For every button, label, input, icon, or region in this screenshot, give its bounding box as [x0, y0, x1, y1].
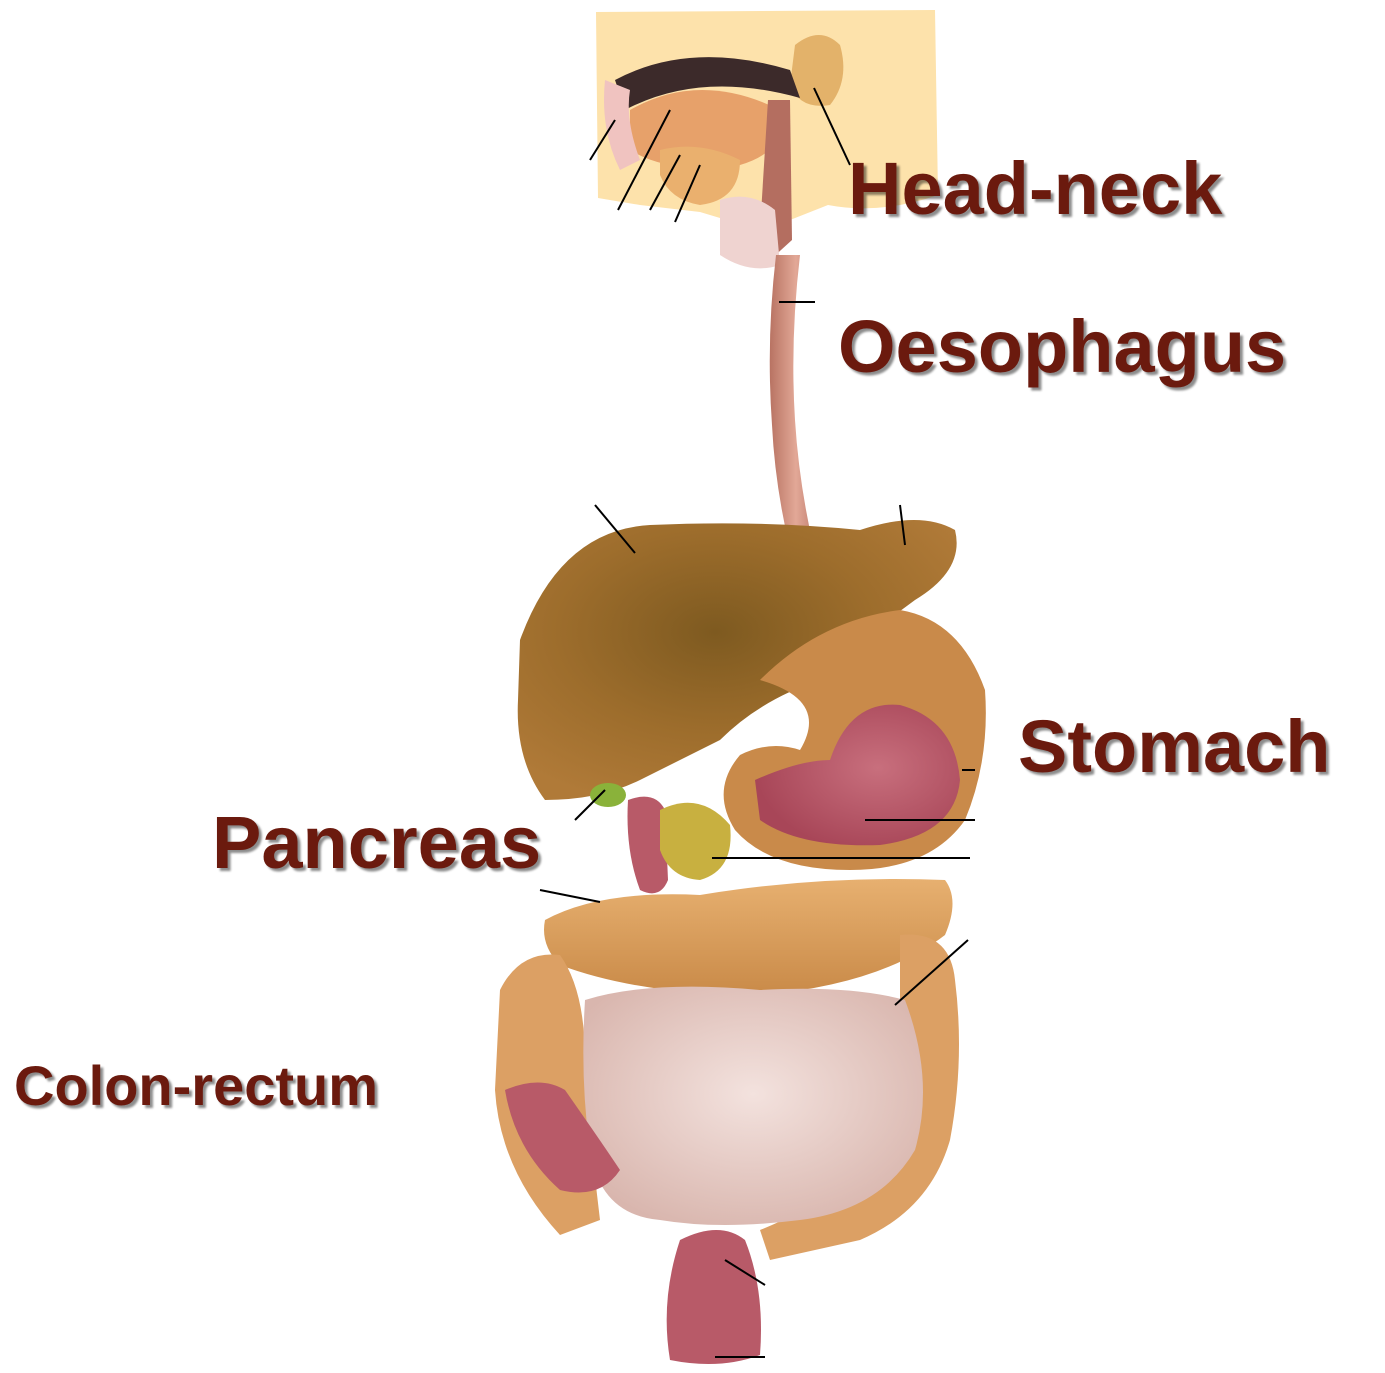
- label-pancreas: Pancreas: [212, 806, 541, 880]
- pancreas: [660, 803, 731, 880]
- label-head-neck: Head-neck: [848, 152, 1222, 226]
- rectum: [667, 1230, 761, 1364]
- larynx: [720, 197, 780, 269]
- transverse-colon: [544, 879, 953, 995]
- label-colon-rectum: Colon-rectum: [14, 1058, 378, 1114]
- gallbladder: [590, 783, 626, 807]
- label-oesophagus: Oesophagus: [838, 310, 1286, 384]
- stomach-lining: [755, 705, 960, 846]
- label-stomach: Stomach: [1018, 710, 1331, 784]
- small-intestine: [583, 987, 923, 1225]
